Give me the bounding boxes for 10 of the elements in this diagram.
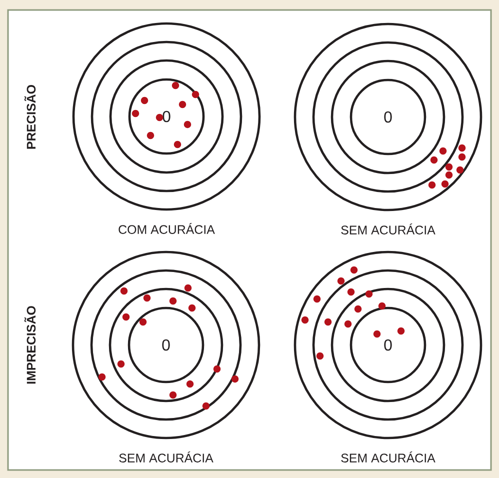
target-drawing: 0 — [72, 22, 261, 211]
target-label: COM ACURÁCIA — [118, 223, 215, 234]
target-drawing: 0 — [294, 250, 482, 440]
target-label: SEM ACURÁCIA — [341, 224, 436, 234]
target-drawing: 0 — [294, 22, 482, 212]
target-label: SEM ACURÁCIA — [119, 452, 214, 462]
target-label: SEM ACURÁCIA — [341, 452, 436, 462]
row-label: PRECISÃO — [24, 85, 36, 149]
target-drawing: 0 — [72, 250, 260, 440]
row-label: IMPRECISÃO — [24, 306, 36, 384]
